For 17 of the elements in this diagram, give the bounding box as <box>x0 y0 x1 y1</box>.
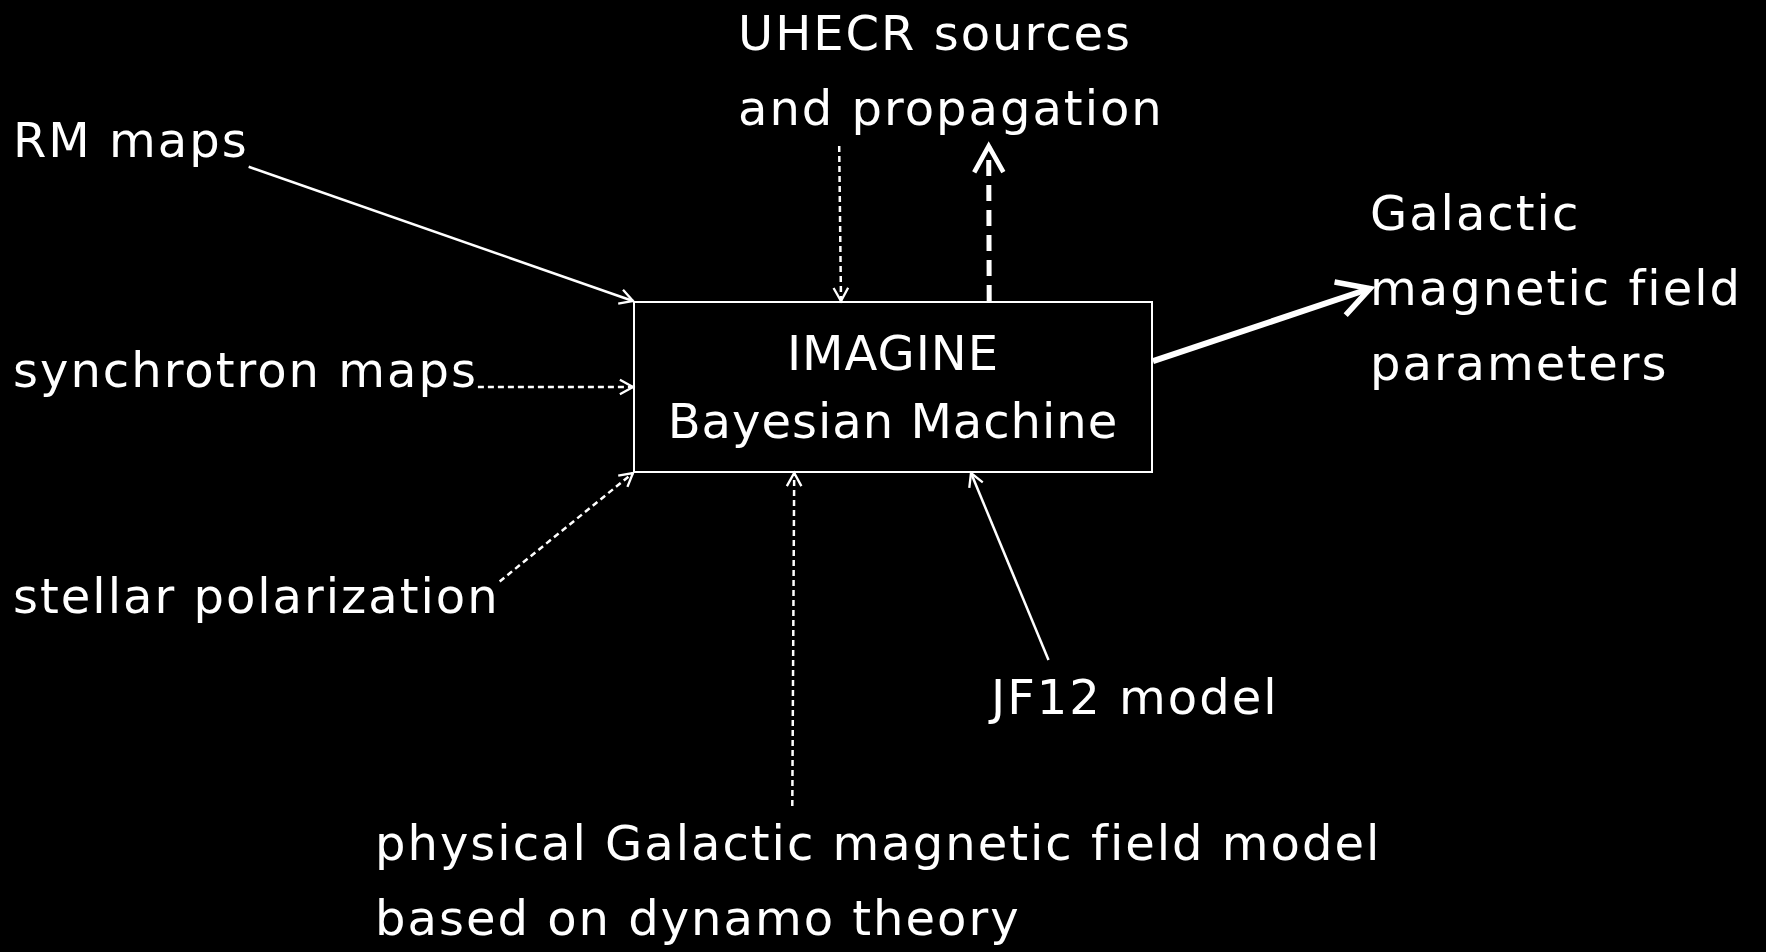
arrow <box>477 378 635 396</box>
process-box <box>633 301 1153 473</box>
box-label: IMAGINE <box>785 324 1001 383</box>
box-label: Bayesian Machine <box>666 392 1120 451</box>
text-label: UHECR sources and propagation <box>738 0 1198 146</box>
arrow <box>1152 279 1373 365</box>
arrow <box>971 143 1006 301</box>
text-label: stellar polarization <box>13 559 500 634</box>
arrow <box>832 146 850 303</box>
text-label: physical Galactic magnetic field model based on dynamo theory <box>375 806 1445 952</box>
text-label: RM maps <box>13 103 249 178</box>
arrow <box>968 471 1050 661</box>
text-label: synchrotron maps <box>13 333 478 408</box>
arrow <box>785 471 803 806</box>
text-label: Galactic magnetic field parameters <box>1370 176 1766 401</box>
arrow <box>498 471 635 583</box>
arrow <box>248 165 635 305</box>
